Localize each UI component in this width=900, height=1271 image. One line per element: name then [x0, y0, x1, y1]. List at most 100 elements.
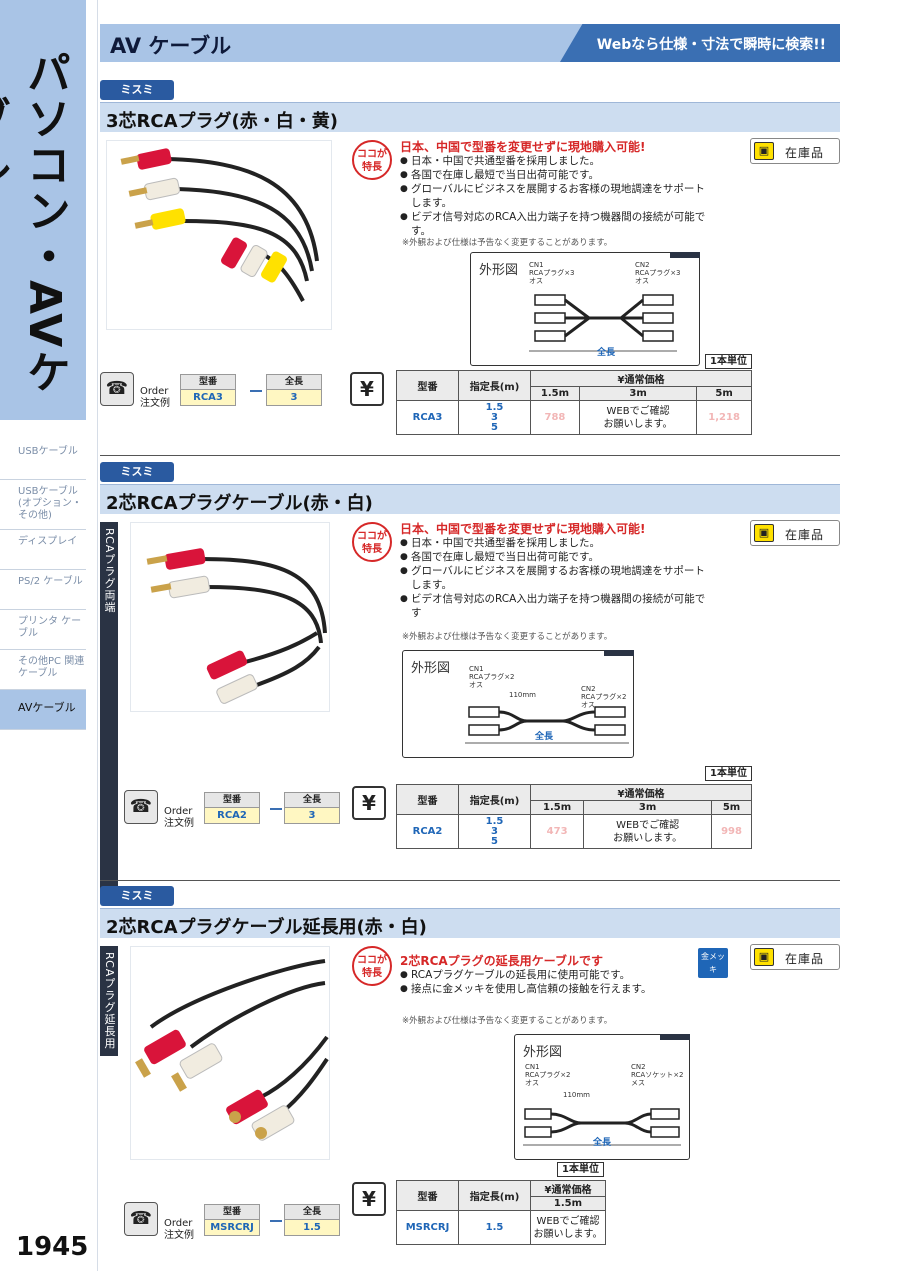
msrcrj-cable-image: [135, 959, 329, 1141]
price-table: 型番 指定長(m) ¥通常価格 1.5m 3m 5m RCA2 1.5 3 5 …: [396, 784, 752, 849]
row-model[interactable]: RCA2: [396, 814, 459, 849]
spec-note: ※外観および仕様は予告なく変更することがあります。: [402, 238, 613, 248]
order-model-head: 型番: [204, 1204, 260, 1219]
row-model[interactable]: MSRCRJ: [396, 1210, 459, 1245]
order-length-value[interactable]: 3: [266, 389, 322, 406]
feature-item: 各国で在庫し最短で当日出荷可能です。: [400, 550, 710, 564]
row-lengths: 1.5 3 5: [458, 400, 531, 435]
order-length-value[interactable]: 1.5: [284, 1219, 340, 1236]
th-col-2: 3m: [578, 386, 698, 401]
outline-diagram: 外形図 CN1 RCAプラグ×2 オス CN2 RCAソケット×2 メス 110…: [514, 1034, 690, 1160]
product-photo: [130, 522, 330, 712]
yen-icon: ¥: [350, 372, 384, 406]
th-model: 型番: [396, 784, 459, 815]
order-separator: [250, 390, 262, 392]
spec-note: ※外観および仕様は予告なく変更することがあります。: [402, 1016, 613, 1026]
order-model-field: 型番 MSRCRJ: [204, 1204, 260, 1236]
diagram-title: 外形図: [411, 661, 451, 676]
feature-headline: 2芯RCAプラグの延長用ケーブルです: [400, 954, 603, 968]
sidebar-item-ps2[interactable]: PS/2 ケーブル: [0, 570, 86, 610]
misumi-tag: ミスミ: [100, 886, 174, 906]
yen-icon: ¥: [352, 1182, 386, 1216]
sidebar-item-display[interactable]: ディスプレイ: [0, 530, 86, 570]
order-length-head: 全長: [284, 1204, 340, 1219]
product-title: 3芯RCAプラグ(赤・白・黄): [106, 111, 338, 132]
phone-icon: ☎: [100, 372, 134, 406]
cn1-label: CN1 RCAプラグ×2 オス: [469, 665, 515, 689]
feature-item: グローバルにビジネスを展開するお客様の現地調達をサポートします。: [400, 564, 710, 592]
order-separator: [270, 1220, 282, 1222]
order-model-head: 型番: [180, 374, 236, 389]
web-search-banner[interactable]: Webなら仕様・寸法で瞬時に検索!!: [560, 24, 840, 62]
cn1-label: CN1 RCAプラグ×2 オス: [525, 1063, 571, 1087]
misumi-tag: ミスミ: [100, 80, 174, 100]
outline-diagram: 外形図 CN1 RCAプラグ×2 オス CN2 RCAプラグ×2 オス 110m…: [402, 650, 634, 758]
sidebar-item-printer[interactable]: プリンタ ケーブル: [0, 610, 86, 650]
category-strip: RCAプラグ延長用: [100, 946, 118, 1056]
order-length-value[interactable]: 3: [284, 807, 340, 824]
unit-label: 1本単位: [705, 766, 752, 781]
sidebar-title-box: パソコン・AVケーブル: [0, 0, 86, 420]
category-strip: RCAプラグ両端: [100, 522, 118, 900]
spec-note: ※外観および仕様は予告なく変更することがあります。: [402, 632, 613, 642]
in-stock-label: 在庫品: [785, 146, 825, 160]
product-title: 2芯RCAプラグケーブル(赤・白): [106, 493, 373, 514]
feature-item: 日本・中国で共通型番を採用しました。: [400, 536, 710, 550]
order-label-jp: 注文例: [164, 1230, 194, 1241]
sidebar-title: パソコン・AVケーブル: [0, 50, 70, 396]
th-col-1: 1.5m: [529, 800, 585, 815]
category-title: AV ケーブル: [110, 34, 232, 58]
sidebar-item-other-pc[interactable]: その他PC 関連ケーブル: [0, 650, 86, 690]
diagram-corner-tab: [660, 1034, 690, 1040]
phone-icon: ☎: [124, 1202, 158, 1236]
order-label-en: Order: [164, 1218, 193, 1229]
cn2-label: CN2 RCAプラグ×3 オス: [635, 261, 681, 285]
feature-list: RCAプラグケーブルの延長用に使用可能です。 接点に金メッキを使用し高信頼の接触…: [400, 968, 710, 996]
sidebar-divider: [97, 0, 98, 1271]
row-model[interactable]: RCA3: [396, 400, 459, 435]
cable-outline-drawing: [523, 1108, 681, 1146]
cable-outline-drawing: [465, 706, 629, 744]
sidebar-item-av[interactable]: AVケーブル: [0, 690, 86, 730]
order-model-value[interactable]: RCA2: [204, 807, 260, 824]
in-stock-badge: ▣ 在庫品: [750, 520, 840, 546]
product-title-bar: 2芯RCAプラグケーブル延長用(赤・白): [100, 908, 840, 938]
in-stock-label: 在庫品: [785, 528, 825, 542]
price-1.5m: 473: [529, 814, 585, 849]
price-5m: 1,218: [696, 400, 752, 435]
overall-length-label: 全長: [593, 1138, 612, 1148]
product-rca2: ミスミ 2芯RCAプラグケーブル(赤・白) RCAプラグ両端 ココが特長 日本、…: [100, 462, 840, 900]
th-col-2: 3m: [583, 800, 713, 815]
feature-item: RCAプラグケーブルの延長用に使用可能です。: [400, 968, 710, 982]
order-model-value[interactable]: MSRCRJ: [204, 1219, 260, 1236]
th-model: 型番: [396, 1180, 459, 1211]
feature-item: 各国で在庫し最短で当日出荷可能です。: [400, 168, 710, 182]
order-length-head: 全長: [266, 374, 322, 389]
overall-length-label: 全長: [535, 732, 554, 742]
product-title: 2芯RCAプラグケーブル延長用(赤・白): [106, 917, 427, 938]
category-header: AV ケーブル Webなら仕様・寸法で瞬時に検索!!: [100, 24, 840, 62]
sidebar-nav: USBケーブル USBケーブル(オプション・その他) ディスプレイ PS/2 ケ…: [0, 440, 86, 730]
gold-plated-badge: 金メッキ: [698, 948, 728, 978]
order-model-value[interactable]: RCA3: [180, 389, 236, 406]
sidebar-item-usb-option[interactable]: USBケーブル(オプション・その他): [0, 480, 86, 530]
product-photo: [106, 140, 332, 330]
diagram-title: 外形図: [523, 1045, 563, 1060]
product-title-bar: 3芯RCAプラグ(赤・白・黄): [100, 102, 840, 132]
sidebar-item-usb[interactable]: USBケーブル: [0, 440, 86, 480]
table-row: RCA3 1.5 3 5 788 WEBでご確認 お願いします。 1,218: [396, 400, 752, 435]
in-stock-badge: ▣ 在庫品: [750, 944, 840, 970]
diagram-corner-tab: [670, 252, 700, 258]
feature-badge: ココが特長: [352, 140, 392, 180]
price-table: 型番 指定長(m) ¥通常価格 1.5m 3m 5m RCA3 1.5 3 5 …: [396, 370, 752, 435]
cube-icon: ▣: [754, 948, 774, 966]
web-check-text: WEBでご確認 お願いします。: [530, 1210, 606, 1245]
feature-headline: 日本、中国で型番を変更せずに現地購入可能!: [400, 140, 646, 154]
product-rca3: ミスミ 3芯RCAプラグ(赤・白・黄) ココが特長 日本、中国で型番を変更せずに…: [100, 80, 840, 450]
row-lengths: 1.5 3 5: [458, 814, 531, 849]
rca2-cable-image: [146, 548, 327, 704]
order-model-head: 型番: [204, 792, 260, 807]
order-length-head: 全長: [284, 792, 340, 807]
overall-length-label: 全長: [597, 348, 616, 358]
feature-item: 接点に金メッキを使用し高信頼の接触を行えます。: [400, 982, 710, 996]
